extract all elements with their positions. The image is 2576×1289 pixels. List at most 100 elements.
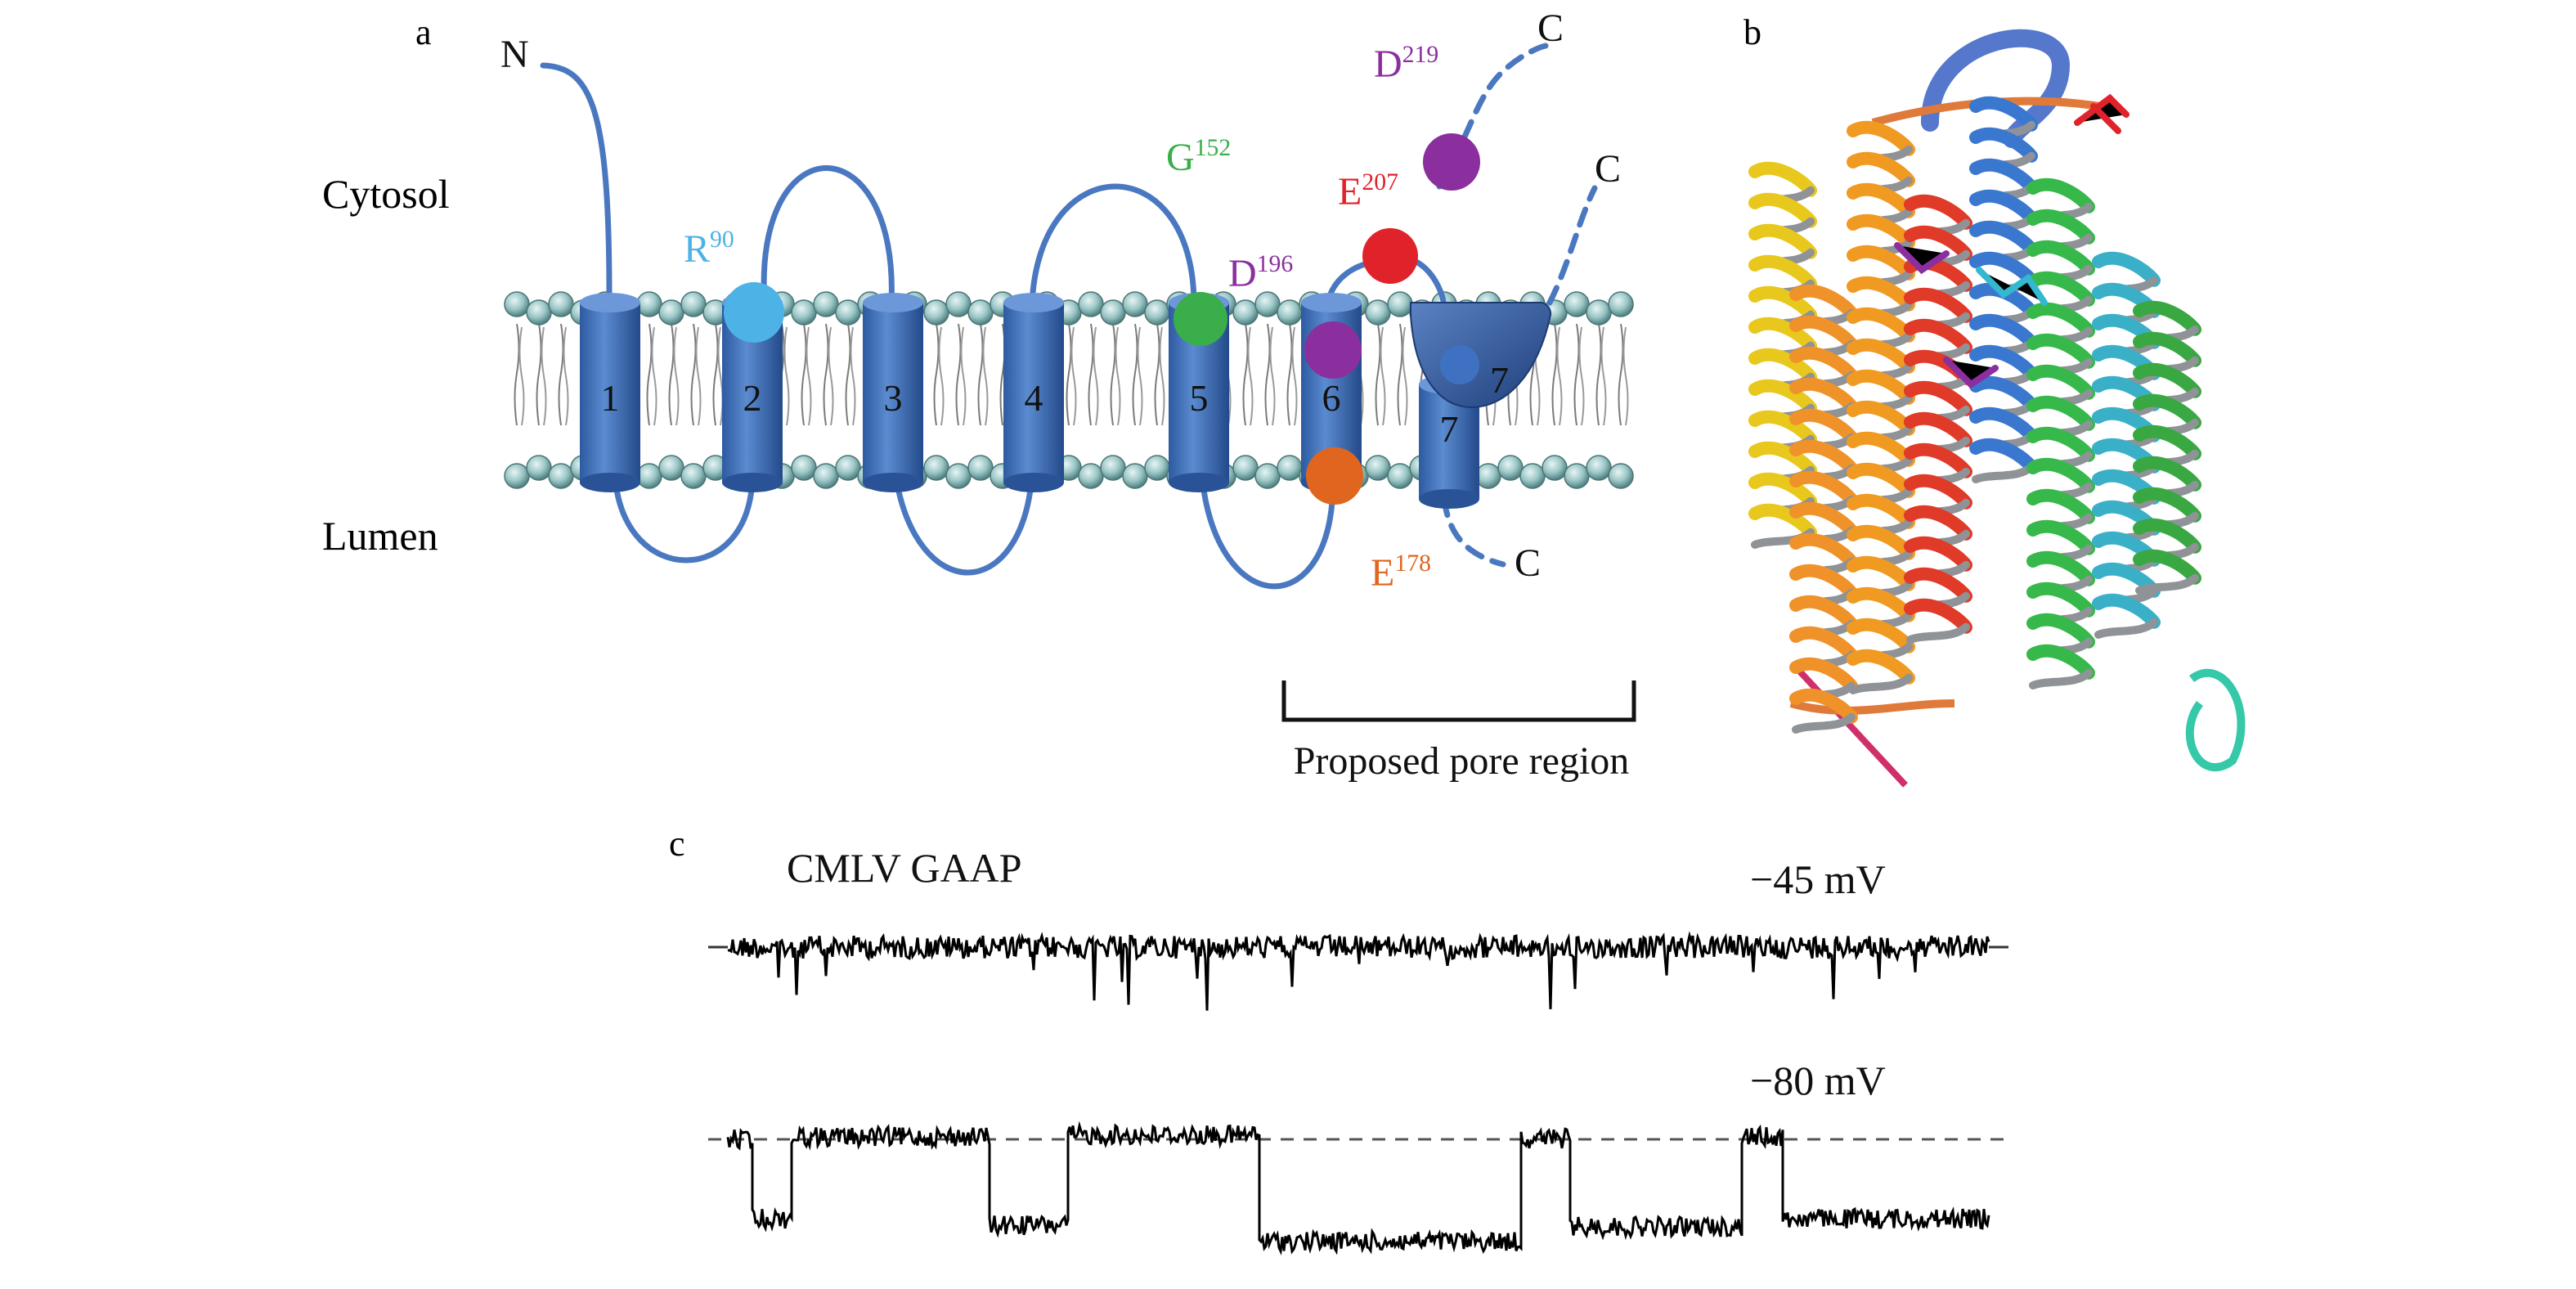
ribbon-turn-back bbox=[2094, 618, 2158, 639]
ribbon-turn-front bbox=[2026, 457, 2095, 493]
lipid-head bbox=[658, 455, 684, 481]
lipid-head bbox=[791, 455, 817, 481]
ribbon-turn-back bbox=[2029, 668, 2093, 689]
ribbon-turn-front bbox=[2026, 271, 2095, 307]
ribbon-turn-front bbox=[1847, 462, 1915, 498]
lipid-head bbox=[1232, 299, 1259, 326]
ribbon-turn-front bbox=[1847, 618, 1915, 653]
protein-loops bbox=[540, 62, 1447, 590]
pore-half-helix bbox=[1410, 302, 1552, 409]
helix-top bbox=[1003, 293, 1064, 312]
lipid-tail bbox=[1154, 323, 1160, 426]
helix-4: 4 bbox=[1003, 293, 1064, 492]
trace2-voltage: −80 mV bbox=[1750, 1058, 1886, 1103]
helix-top bbox=[580, 293, 640, 312]
residue-label-r90: R90 bbox=[684, 226, 734, 271]
ribbon-turn-front bbox=[1748, 503, 1817, 539]
residue-d196 bbox=[1304, 321, 1362, 379]
lipid-tail bbox=[646, 323, 653, 426]
helix-label: 2 bbox=[743, 377, 762, 419]
c-tail-cytosol-right bbox=[1546, 185, 1598, 306]
ribbon-turn-front bbox=[1789, 408, 1858, 444]
ribbon-turn-front bbox=[2026, 209, 2095, 245]
loop-cytosol-2-3 bbox=[761, 165, 895, 308]
structure-helix-band bbox=[2133, 300, 2201, 595]
lipid-head bbox=[945, 463, 972, 489]
ribbon-turn-front bbox=[1847, 400, 1915, 436]
lipid-head bbox=[526, 299, 552, 326]
lipid-tail bbox=[1093, 326, 1099, 426]
helix-top bbox=[863, 293, 923, 312]
helix-bottom bbox=[863, 473, 923, 492]
ribbon-turn-front bbox=[1969, 220, 2038, 256]
ribbon-turn-front bbox=[1847, 586, 1915, 622]
lipid-head bbox=[1608, 463, 1634, 489]
residue-label-d196: D196 bbox=[1228, 250, 1293, 295]
helix-label: 1 bbox=[601, 377, 620, 419]
lipid-head bbox=[1365, 299, 1391, 326]
lipid-head bbox=[1277, 299, 1303, 326]
helix-bottom bbox=[1169, 473, 1229, 492]
lipid-head bbox=[1254, 463, 1281, 489]
lipid-tail bbox=[1397, 323, 1403, 426]
lipid-tail bbox=[1622, 326, 1629, 426]
protein-structure-model bbox=[1748, 29, 2246, 788]
lipid-tail bbox=[1556, 326, 1563, 426]
lipid-head bbox=[1542, 455, 1568, 481]
lipid-head bbox=[1277, 455, 1303, 481]
ribbon-turn-front bbox=[1789, 315, 1858, 351]
helix-label: 3 bbox=[884, 377, 903, 419]
ribbon-turn-front bbox=[1789, 346, 1858, 382]
ribbon-turn-front bbox=[2026, 302, 2095, 338]
helix-label: 7 bbox=[1440, 408, 1459, 450]
helix-label: 5 bbox=[1190, 377, 1209, 419]
ribbon-turn-front bbox=[2026, 519, 2095, 555]
c-terminus-label-bottom: C bbox=[1515, 541, 1541, 585]
lipid-tail bbox=[960, 326, 967, 426]
ribbon-turn-front bbox=[1847, 307, 1915, 343]
ribbon-turn-front bbox=[1789, 626, 1858, 662]
lipid-head bbox=[1586, 299, 1612, 326]
lipid-tail bbox=[1110, 323, 1116, 426]
ribbon-turn-front bbox=[1969, 127, 2038, 163]
ribbon-turn-front bbox=[1748, 317, 1817, 353]
ribbon-turn-front bbox=[2026, 395, 2095, 431]
ribbon-turn-front bbox=[1969, 375, 2038, 411]
ribbon-turn-front bbox=[1904, 380, 1972, 416]
lipid-head bbox=[923, 299, 949, 326]
ribbon-turn-front bbox=[1847, 151, 1915, 187]
lipid-head bbox=[1519, 463, 1546, 489]
residue-r90 bbox=[724, 282, 784, 343]
lipid-head bbox=[791, 299, 817, 326]
cytosol-label: Cytosol bbox=[322, 171, 450, 217]
lipid-head bbox=[1100, 299, 1126, 326]
ribbon-turn-front bbox=[1789, 470, 1858, 506]
lipid-head bbox=[658, 299, 684, 326]
loop-lumen-5-6 bbox=[1199, 475, 1336, 590]
ribbon-turn-front bbox=[2092, 593, 2161, 629]
lipid-head bbox=[1144, 299, 1170, 326]
ribbon-turn-front bbox=[2133, 487, 2201, 523]
ribbon-turn-front bbox=[1847, 431, 1915, 467]
lipid-tail bbox=[1132, 323, 1138, 426]
lipid-head bbox=[967, 299, 994, 326]
lipid-tail bbox=[1137, 326, 1143, 426]
ribbon-turn-front bbox=[1748, 410, 1817, 446]
lipid-tail bbox=[1578, 326, 1585, 426]
structure-right-loop bbox=[2185, 669, 2246, 771]
ribbon-turn-front bbox=[1904, 318, 1972, 354]
lipid-head bbox=[636, 291, 662, 317]
ribbon-turn-front bbox=[1904, 225, 1972, 261]
c-terminus-label-top: C bbox=[1537, 7, 1564, 50]
lipid-head bbox=[1078, 463, 1104, 489]
sidechain-purple-2 bbox=[1943, 357, 1999, 389]
lipid-tail bbox=[1269, 326, 1276, 426]
lipid-tail bbox=[1600, 326, 1607, 426]
ribbon-turn-front bbox=[1847, 524, 1915, 560]
ribbon-turn-front bbox=[1748, 441, 1817, 477]
c-terminus-label-right: C bbox=[1595, 147, 1621, 191]
ribbon-turn-front bbox=[2026, 333, 2095, 369]
lipid-head bbox=[813, 463, 839, 489]
lipid-head bbox=[1387, 291, 1413, 317]
helix-bottom bbox=[1419, 489, 1479, 509]
